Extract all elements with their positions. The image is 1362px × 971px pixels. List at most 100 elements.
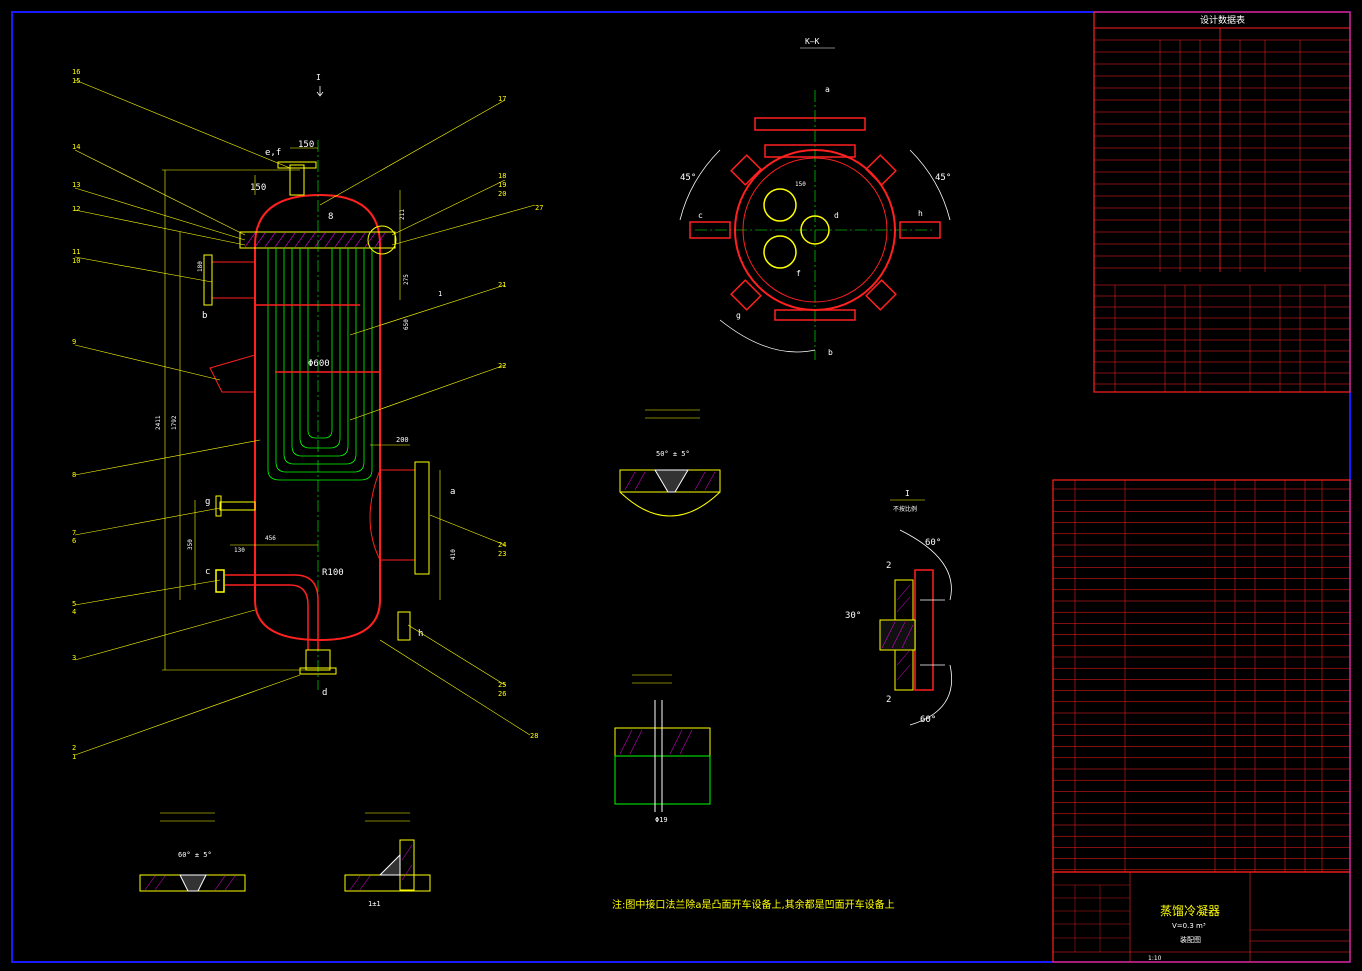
angle-right: 45°: [935, 173, 951, 183]
title-block-volume: V=0.3 m³: [1172, 922, 1206, 930]
dim-456-label: 456: [265, 535, 276, 542]
nozzle-c-label: c: [205, 567, 210, 577]
main-vessel-view: 150 150 e,f b a g c d h Φ600 R100 8 200 …: [72, 68, 543, 761]
weld-detail-4: 1±1: [344, 812, 431, 908]
nozzle-a: [369, 461, 430, 575]
svg-text:9: 9: [72, 338, 76, 346]
dim-200-label: 200: [396, 436, 409, 444]
section-title: K—K: [805, 37, 820, 46]
svg-text:26: 26: [498, 690, 506, 698]
partition-circle-2: [763, 235, 797, 269]
dim-211-label: 211: [399, 209, 406, 220]
detail-dim-2a: 2: [886, 561, 891, 571]
nozzle-b: [203, 254, 256, 306]
dim-130-label: 130: [234, 547, 245, 554]
title-block: 蒸馏冷凝器 V=0.3 m³ 装配图 1:10: [1052, 871, 1351, 963]
radius-label: R100: [322, 568, 344, 578]
dim-8-label: 8: [328, 212, 333, 222]
dim-275-label: 275: [403, 274, 410, 285]
section-arrow: [316, 86, 324, 97]
detail-view-i: I 不按比例 60° 60° 30° 2 2: [845, 489, 952, 726]
svg-text:5: 5: [72, 600, 76, 608]
section-nozzles: [689, 117, 941, 321]
nozzle-d: [299, 649, 337, 675]
svg-text:17: 17: [498, 95, 506, 103]
dim-150-top: 150: [298, 140, 314, 150]
detail-angle-top: 60°: [925, 538, 941, 548]
svg-text:15: 15: [72, 77, 80, 85]
svg-text:4: 4: [72, 608, 76, 616]
detail-angle-left: 30°: [845, 611, 861, 621]
nozzle-g-label: g: [205, 497, 210, 507]
dim-150-side: 150: [250, 183, 266, 193]
section-label-f: f: [796, 269, 801, 278]
section-dim-150: 150: [795, 181, 806, 188]
svg-text:21: 21: [498, 281, 506, 289]
svg-text:14: 14: [72, 143, 80, 151]
section-label-g: g: [736, 311, 741, 320]
flange-hatch: [244, 232, 386, 248]
svg-text:16: 16: [72, 68, 80, 76]
weld-1-angle: 50° ± 5°: [656, 450, 690, 458]
svg-text:28: 28: [530, 732, 538, 740]
nozzle-d-label: d: [322, 688, 327, 698]
svg-text:6: 6: [72, 537, 76, 545]
design-table-title: 设计数据表: [1200, 14, 1245, 26]
dim-1-label: 1: [438, 290, 442, 298]
dim-2411-label: 2411: [155, 415, 162, 430]
detail-title: I: [905, 489, 910, 498]
nozzle-ef-label: e,f: [265, 148, 281, 158]
svg-text:2: 2: [72, 744, 76, 752]
svg-text:23: 23: [498, 550, 506, 558]
svg-text:1: 1: [72, 753, 76, 761]
dim-180-label: 180: [197, 261, 204, 272]
weld-2-dim: Φ19: [655, 816, 668, 824]
diameter-label: Φ600: [308, 359, 330, 369]
svg-text:18: 18: [498, 172, 506, 180]
weld-detail-3: 60° ± 5°: [139, 812, 246, 892]
design-data-table: 设计数据表: [1093, 11, 1351, 393]
title-block-sub: 装配图: [1180, 935, 1201, 944]
title-block-name: 蒸馏冷凝器: [1160, 903, 1220, 918]
svg-text:7: 7: [72, 529, 76, 537]
partition-circle-1: [763, 188, 797, 222]
angle-left: 45°: [680, 173, 696, 183]
nozzle-h: [397, 611, 411, 641]
support-lug: [209, 354, 256, 393]
dim-650-label: 650: [403, 319, 410, 330]
parts-list-table: [1052, 479, 1351, 873]
weld-4-dim: 1±1: [368, 900, 381, 908]
title-block-scale: 1:10: [1148, 955, 1162, 962]
dimension-lines: [162, 147, 441, 671]
detail-i-marker: [367, 225, 397, 255]
detail-dim-2b: 2: [886, 695, 891, 705]
leader-lines-left: [74, 79, 301, 756]
nozzle-g: [215, 495, 256, 517]
detail-angle-bottom: 60°: [920, 715, 936, 725]
section-label-a: a: [825, 85, 830, 94]
svg-text:3: 3: [72, 654, 76, 662]
svg-text:22: 22: [498, 362, 506, 370]
svg-text:19: 19: [498, 181, 506, 189]
tubesheet-flange: [239, 231, 396, 249]
section-label-b: b: [828, 348, 833, 357]
svg-text:8: 8: [72, 471, 76, 479]
nozzle-h-label: h: [418, 629, 423, 639]
partition-circle-3: [800, 215, 830, 245]
section-marker-i: I: [316, 73, 321, 82]
leader-lines-right: [319, 99, 536, 736]
vessel-shell: [254, 193, 381, 642]
svg-text:20: 20: [498, 190, 506, 198]
sheet-border: [11, 11, 1351, 963]
svg-text:13: 13: [72, 181, 80, 189]
svg-text:24: 24: [498, 541, 506, 549]
svg-text:27: 27: [535, 204, 543, 212]
section-angle-arcs: [679, 149, 951, 353]
nozzle-c: [215, 569, 319, 650]
nozzle-ef: [277, 161, 317, 196]
dim-350-label: 350: [187, 539, 194, 550]
section-label-d: d: [834, 211, 839, 220]
weld-detail-2: Φ19: [614, 674, 711, 824]
